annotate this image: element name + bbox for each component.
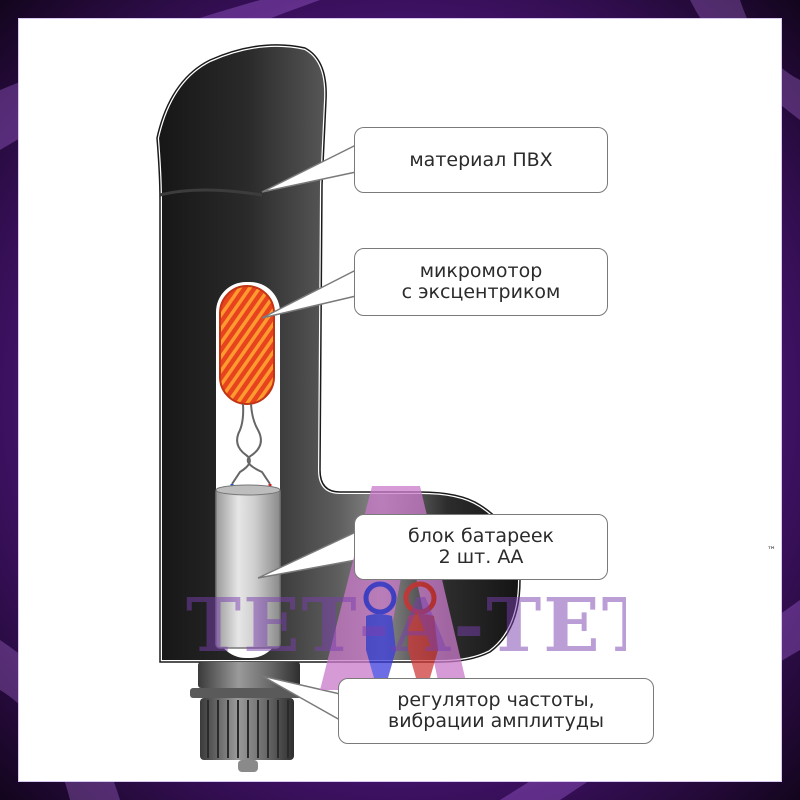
micromotor	[219, 285, 275, 405]
callout-motor-line-2: с эксцентриком	[401, 281, 561, 303]
trademark-symbol: ™	[767, 546, 776, 556]
callout-material: материал ПВХ	[354, 127, 608, 193]
callout-battery-line-1: блок батареек	[408, 525, 554, 547]
callout-battery: блок батареек 2 шт. АА	[354, 514, 608, 580]
watermark-text: ТЕТ-А-ТЕТ	[186, 586, 626, 666]
callout-regulator-line-2: вибрации амплитуды	[388, 710, 604, 732]
callout-pointers	[257, 143, 357, 722]
callout-material-line-1: материал ПВХ	[409, 148, 553, 171]
callout-regulator: регулятор частоты, вибрации амплитуды	[338, 678, 654, 744]
regulator-cap	[190, 662, 304, 772]
callout-motor: микромотор с эксцентриком	[354, 248, 608, 316]
callout-regulator-line-1: регулятор частоты,	[397, 689, 595, 711]
callout-battery-line-2: 2 шт. АА	[438, 546, 524, 568]
callout-motor-line-1: микромотор	[419, 260, 543, 282]
